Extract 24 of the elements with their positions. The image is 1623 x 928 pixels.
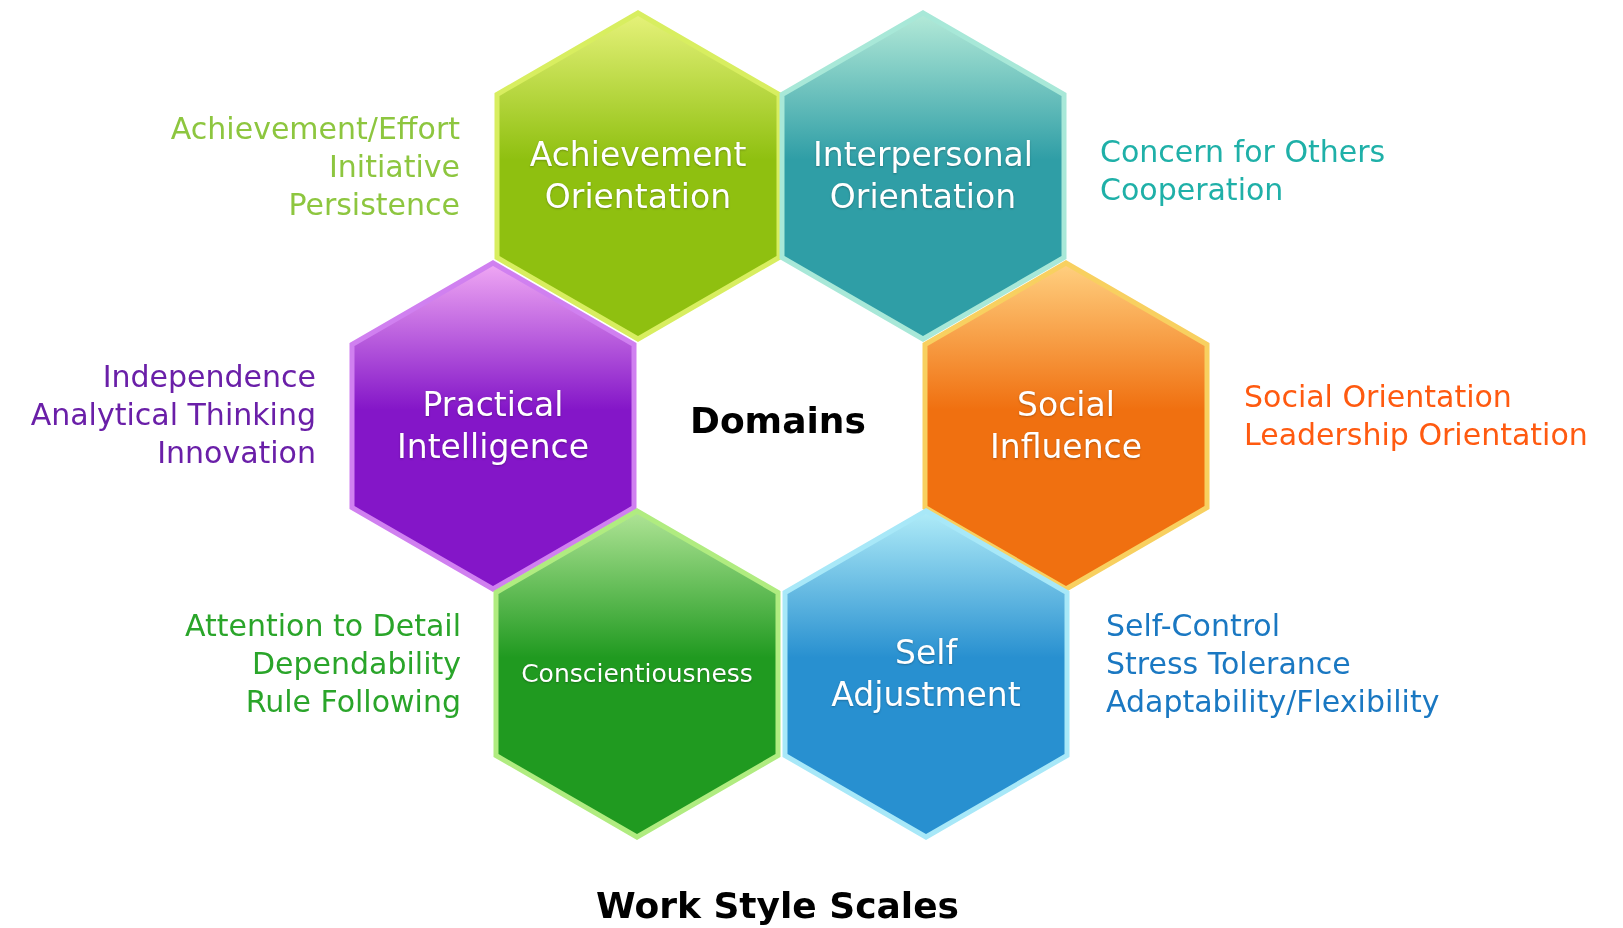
center-heading: Domains xyxy=(690,400,866,441)
scale-name: Attention to Detail xyxy=(184,608,461,643)
domain-name: Conscientiousness xyxy=(521,658,753,690)
domain-name: Achievement Orientation xyxy=(528,134,748,218)
scale-name: Analytical Thinking xyxy=(30,397,316,432)
domain-name: Self Adjustment xyxy=(830,632,1022,716)
scale-name: Independence xyxy=(102,359,316,394)
scale-name: Stress Tolerance xyxy=(1106,646,1351,681)
scale-name: Social Orientation xyxy=(1244,379,1512,414)
scale-name: Cooperation xyxy=(1100,172,1284,207)
scale-name: Innovation xyxy=(157,435,316,470)
scale-name: Rule Following xyxy=(245,684,461,719)
scale-name: Achievement/Effort xyxy=(170,111,460,146)
scale-name: Adaptability/Flexibility xyxy=(1106,684,1440,719)
scale-name: Initiative xyxy=(329,149,460,184)
scale-name: Persistence xyxy=(288,187,460,222)
domain-name: Interpersonal Orientation xyxy=(812,134,1034,218)
scale-name: Leadership Orientation xyxy=(1244,417,1588,452)
scale-name: Self-Control xyxy=(1106,608,1281,643)
scale-name: Dependability xyxy=(251,646,461,681)
scale-name: Concern for Others xyxy=(1100,134,1386,169)
domain-name: Practical Intelligence xyxy=(396,384,590,468)
domain-name: Social Influence xyxy=(989,384,1143,468)
diagram-caption: Work Style Scales xyxy=(596,885,960,926)
